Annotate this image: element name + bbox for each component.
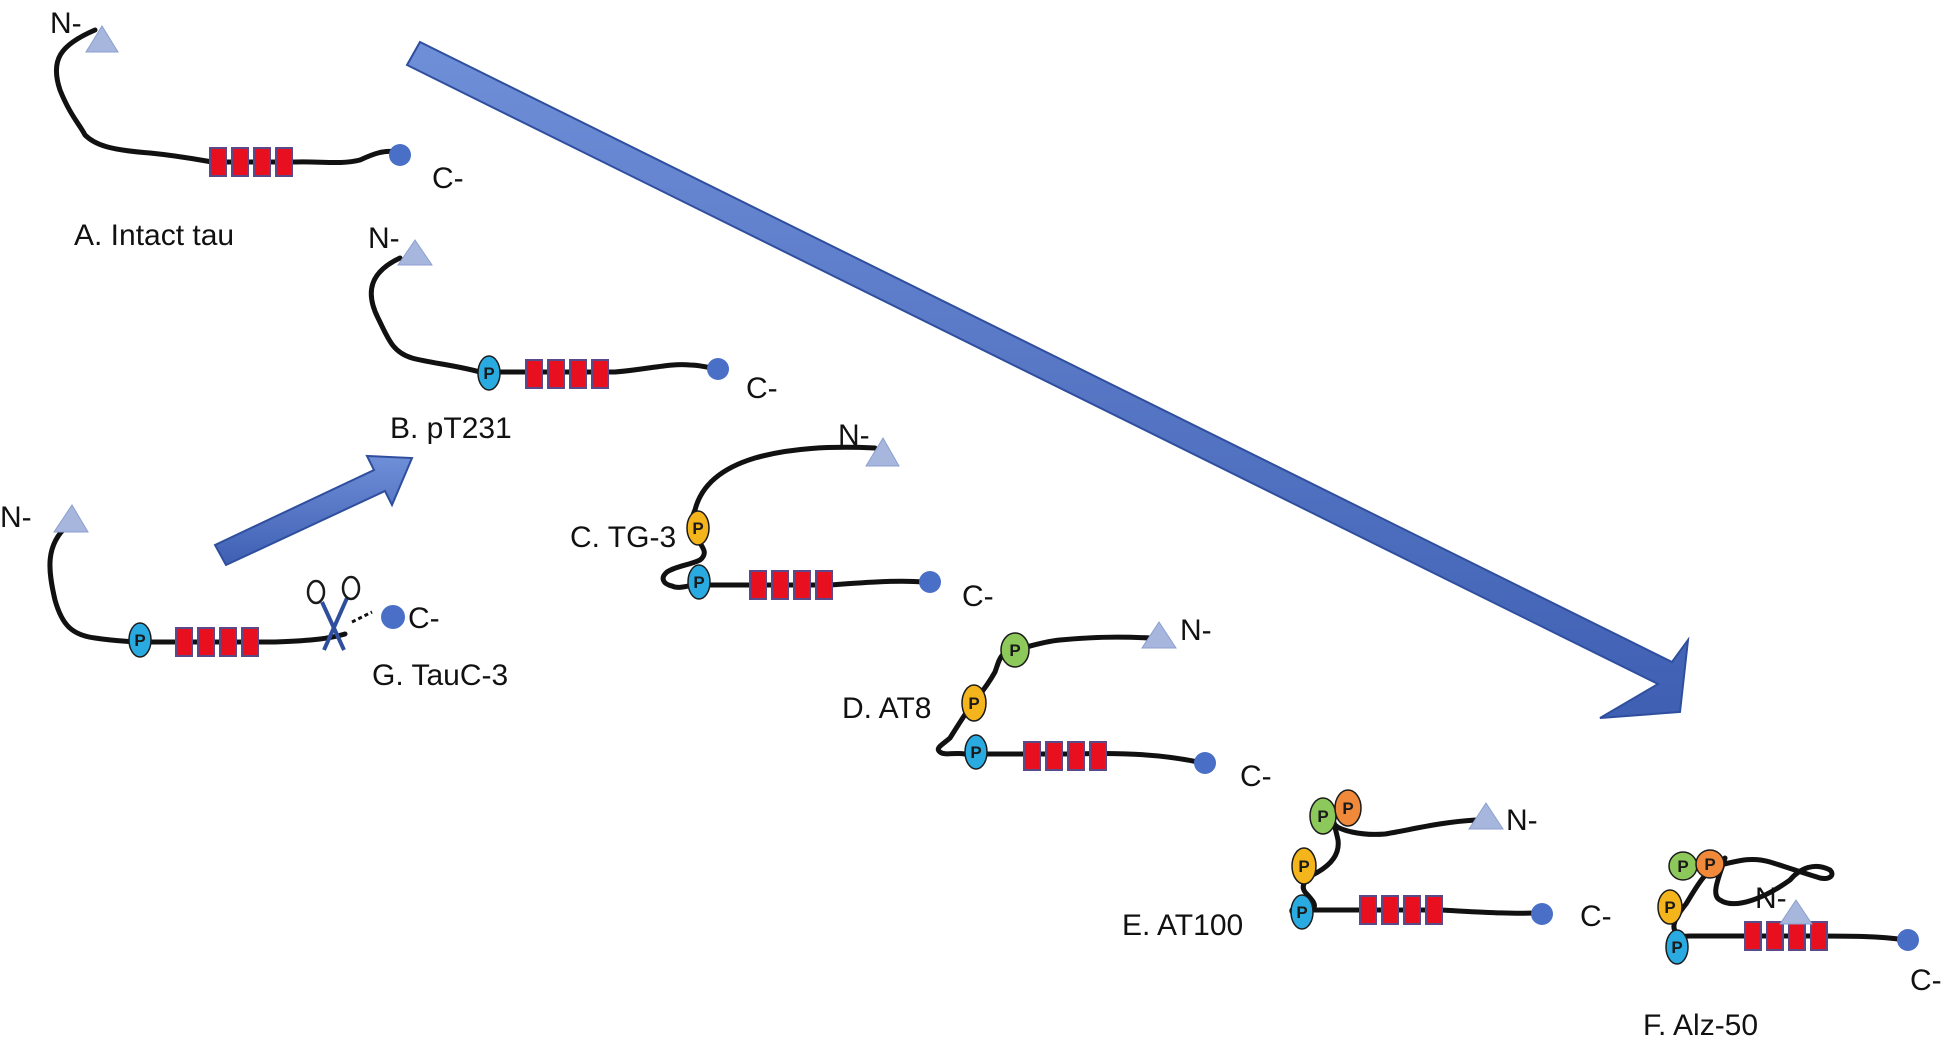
n-terminus-label: N- [1506,804,1538,837]
phospho-site-label: P [1009,641,1020,660]
c-terminus-label: C- [1910,964,1942,997]
c-terminus-label: C- [408,602,440,635]
form-b-label: B. pT231 [390,412,512,445]
phospho-site-yellow [686,510,710,546]
phospho-site-label: P [483,364,494,383]
c-terminus-label: C- [1240,760,1272,793]
tau-form-b: P N- C- B. pT231 [368,222,778,445]
c-terminus-circle-icon [1897,929,1919,951]
phospho-site-label: P [1704,855,1715,874]
c-terminus-circle-icon [1531,903,1553,925]
c-terminus-label: C- [432,162,464,195]
n-terminus-label: N- [50,7,82,40]
phospho-site-green [1000,632,1030,668]
phospho-site-label: P [693,573,704,592]
n-terminus-label: N- [368,222,400,255]
cleavage-to-pt231-arrow [213,454,414,567]
c-terminus-label: C- [962,580,994,613]
phospho-site-blue [1290,894,1314,930]
n-terminus-triangle-icon [1468,802,1504,830]
phospho-site-blue [964,734,988,770]
c-terminus-circle-icon [707,358,729,380]
n-terminus-label: N- [0,501,32,534]
form-g-label: G. TauC-3 [372,659,508,692]
tau-form-e: P P P P N- C- E. AT100 [1122,789,1612,942]
phospho-site-label: P [1677,857,1688,876]
n-terminus-triangle-icon [865,437,900,467]
phospho-site-label: P [968,694,979,713]
tau-form-d: P P P N- C- D. AT8 [842,614,1272,793]
phospho-site-yellow [1291,847,1317,885]
n-terminus-label: N- [838,419,870,452]
c-terminus-circle-icon [919,571,941,593]
scissors-icon [306,575,373,651]
n-terminus-triangle-icon [53,504,89,533]
phospho-site-blue [1665,929,1689,965]
c-terminus-circle-icon [389,144,411,166]
phospho-site-label: P [1342,799,1353,818]
phospho-site-label: P [970,743,981,762]
progression-arrow [405,40,1690,719]
phospho-site-blue [687,564,711,600]
n-terminus-label: N- [1755,882,1787,915]
c-terminus-circle-icon [1194,752,1216,774]
tau-form-c: P P N- C- C. TG-3 [570,419,994,613]
tau-form-f: P P P P N- C- F. Alz-50 [1643,849,1942,1042]
c-terminus-label: C- [1580,900,1612,933]
n-terminus-triangle-icon [1141,621,1177,649]
form-e-label: E. AT100 [1122,909,1243,942]
phospho-site-orange [1695,849,1725,879]
phospho-site-label: P [1671,938,1682,957]
tau-form-g: P N- C- G. TauC-3 [0,501,508,692]
c-terminus-circle-icon [381,605,405,629]
n-terminus-triangle-icon [397,239,433,266]
phospho-site-label: P [692,519,703,538]
n-terminus-label: N- [1180,614,1212,647]
phospho-site-yellow [1657,889,1683,925]
phospho-site-label: P [1317,807,1328,826]
phospho-site-label: P [1298,857,1309,876]
form-d-label: D. AT8 [842,692,931,725]
c-terminus-label: C- [746,372,778,405]
phospho-site-label: P [1296,903,1307,922]
tau-form-a: N- C- A. Intact tau [50,7,464,252]
n-terminus-triangle-icon [85,25,119,53]
form-a-label: A. Intact tau [74,219,234,252]
phospho-site-label: P [1664,898,1675,917]
form-c-label: C. TG-3 [570,521,676,554]
phospho-site-yellow [961,684,987,722]
phospho-site-orange [1334,789,1362,827]
phospho-site-label: P [134,631,145,650]
phospho-site-blue [477,355,501,391]
form-f-label: F. Alz-50 [1643,1009,1758,1042]
phospho-site-blue [128,622,152,658]
n-terminus-triangle-icon [1779,899,1813,925]
